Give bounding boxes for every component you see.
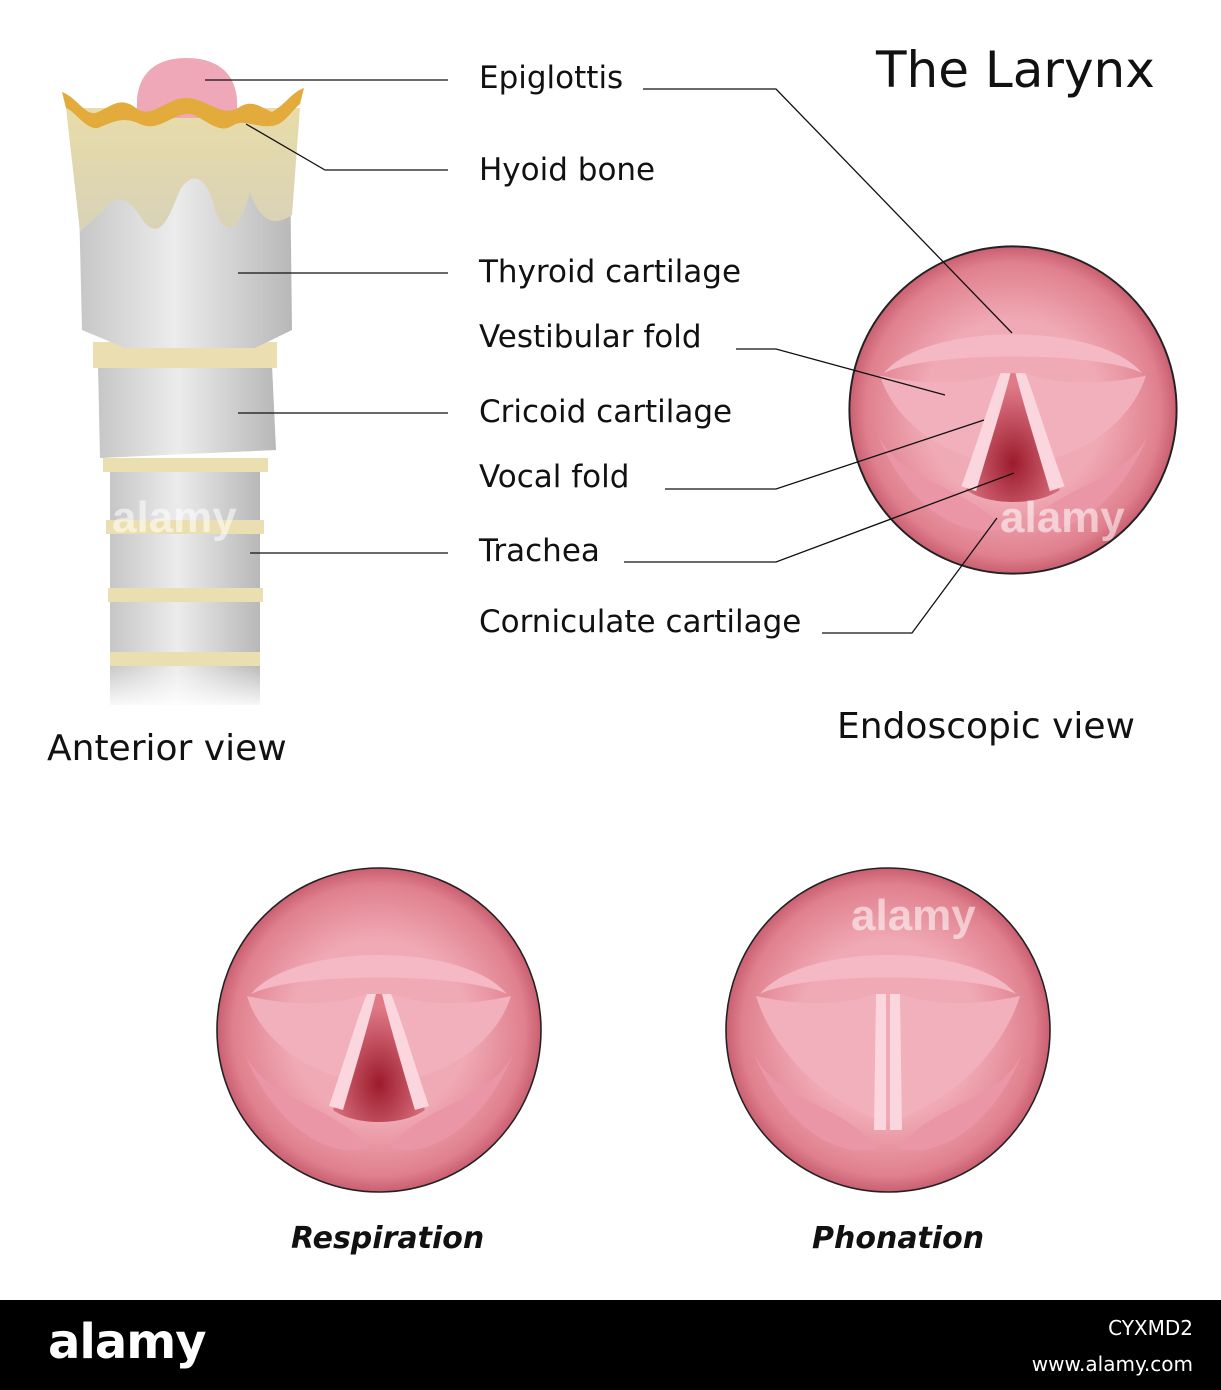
leader-trachea-endo <box>624 472 1015 563</box>
leader-epiglottis-endo <box>643 88 1013 334</box>
caption-respiration: Respiration <box>291 1221 485 1256</box>
vestibular-fold-right <box>1025 373 1146 460</box>
caption-phonation: Phonation <box>812 1221 985 1256</box>
corniculate-left <box>877 434 1004 531</box>
anterior-larynx <box>62 58 304 710</box>
footer-bar: alamy CYXMD2 www.alamy.com <box>0 1300 1221 1390</box>
label-corniculate-cartilage: Corniculate cartilage <box>479 604 802 640</box>
label-thyroid-cartilage: Thyroid cartilage <box>479 254 742 290</box>
page-title: The Larynx <box>876 41 1155 99</box>
leader-hyoid <box>245 123 448 171</box>
label-cricoid-cartilage: Cricoid cartilage <box>479 394 733 430</box>
vestibular-fold-left <box>880 373 1001 460</box>
vocal-fold-right <box>1015 373 1065 492</box>
watermark-3: alamy <box>851 891 976 940</box>
respiration-scope <box>216 867 542 1193</box>
footer-site-link[interactable]: www.alamy.com <box>1031 1352 1193 1376</box>
tracheal-ring-1 <box>103 458 268 472</box>
label-hyoid-bone: Hyoid bone <box>479 152 656 188</box>
trachea-fade <box>100 665 270 710</box>
footer-image-id: CYXMD2 <box>1108 1316 1193 1340</box>
leader-vestibular <box>736 348 946 396</box>
cricoid-shape <box>98 365 276 458</box>
watermarks: alamy alamy alamy <box>112 493 1125 940</box>
vocal-fold-left <box>961 373 1011 492</box>
thyroid-bone-top <box>66 108 300 232</box>
watermark-2: alamy <box>1000 493 1125 542</box>
leader-vocal <box>665 419 985 490</box>
leader-lines <box>205 79 1015 634</box>
label-vestibular-fold: Vestibular fold <box>479 319 702 355</box>
footer-logo: alamy <box>48 1314 207 1370</box>
epiglottis-rim <box>883 334 1143 374</box>
label-vocal-fold: Vocal fold <box>479 459 630 495</box>
watermark-1: alamy <box>112 493 237 542</box>
corniculate-right <box>1022 434 1149 531</box>
larynx-diagram: alamy alamy alamy <box>62 58 1178 1193</box>
hyoid-shape <box>62 88 304 129</box>
caption-anterior-view: Anterior view <box>47 728 287 769</box>
phonation-scope <box>725 867 1051 1193</box>
tracheal-ring-4 <box>110 652 260 666</box>
tracheal-ring-2 <box>106 520 264 534</box>
label-trachea: Trachea <box>479 533 600 569</box>
glottis-opening <box>966 373 1060 502</box>
caption-endoscopic-view: Endoscopic view <box>837 706 1136 747</box>
endoscopic-view-main <box>848 245 1178 575</box>
tracheal-ring-3 <box>108 588 263 602</box>
epiglottis-shape <box>136 58 238 118</box>
label-epiglottis: Epiglottis <box>479 60 624 96</box>
leader-corniculate <box>822 517 998 634</box>
